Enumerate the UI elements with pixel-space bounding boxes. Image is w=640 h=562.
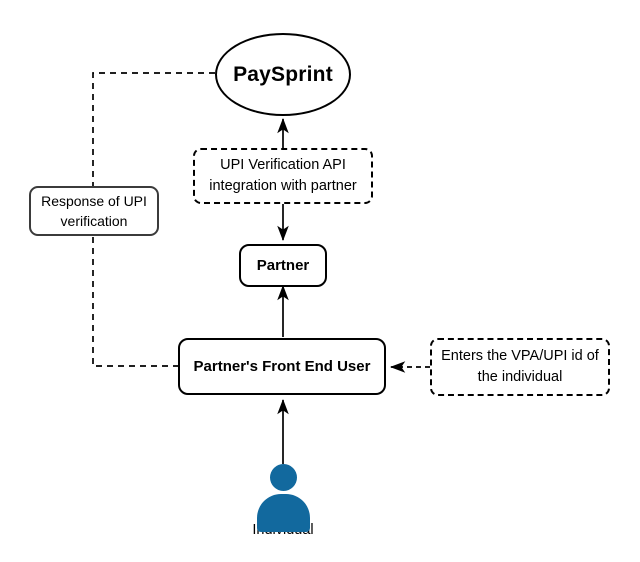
node-enters-vpa-line2: the individual bbox=[477, 369, 563, 385]
node-response-upi[interactable]: Response of UPI verification bbox=[29, 186, 159, 236]
node-response-upi-line2: verification bbox=[60, 213, 128, 229]
node-enters-vpa-line1: Enters the VPA/UPI id of bbox=[441, 347, 599, 364]
node-enters-vpa[interactable]: Enters the VPA/UPI id of the individual bbox=[430, 338, 610, 396]
person-icon-body bbox=[257, 494, 310, 532]
node-api-integration[interactable]: UPI Verification API integration with pa… bbox=[193, 148, 373, 204]
node-frontend-user[interactable]: Partner's Front End User bbox=[178, 338, 386, 395]
person-icon-head bbox=[270, 464, 297, 491]
node-api-integration-line2: integration with partner bbox=[209, 178, 357, 194]
node-api-integration-line1: UPI Verification API bbox=[220, 156, 346, 173]
node-paysprint[interactable]: PaySprint bbox=[215, 33, 351, 116]
node-response-upi-line1: Response of UPI bbox=[41, 192, 147, 209]
node-paysprint-label: PaySprint bbox=[233, 62, 333, 86]
node-partner-label: Partner bbox=[256, 257, 310, 274]
person-icon bbox=[257, 464, 310, 532]
node-partner[interactable]: Partner bbox=[239, 244, 327, 287]
node-frontend-user-label: Partner's Front End User bbox=[193, 358, 371, 375]
